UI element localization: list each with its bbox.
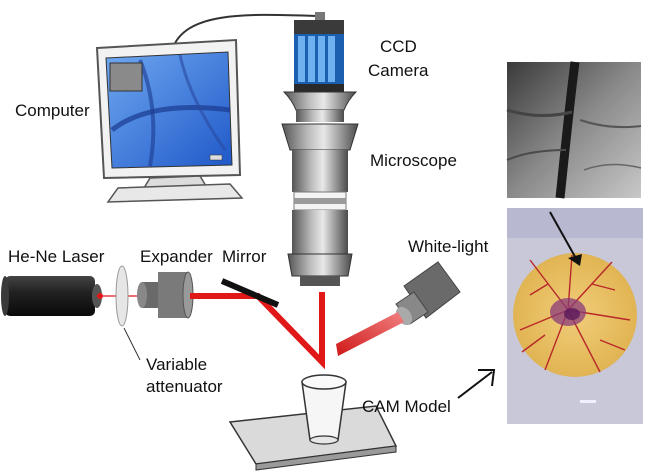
label-attenuator-line1: Variable: [146, 355, 207, 374]
camera-cable: [171, 13, 321, 51]
white-light-source-icon: [395, 261, 461, 326]
beam-expander-icon: [137, 271, 194, 319]
arrow-photo-to-egg: [549, 211, 582, 266]
label-expander: Expander: [140, 247, 213, 266]
stage-icon: [228, 405, 398, 471]
sample-cup-icon: [301, 374, 347, 445]
label-attenuator-line2: attenuator: [146, 377, 223, 396]
attenuator-icon: [115, 265, 129, 327]
label-laser: He-Ne Laser: [8, 247, 105, 266]
laser-beam-path: [190, 292, 325, 370]
label-cam-model: CAM Model: [362, 397, 451, 416]
label-mirror: Mirror: [222, 247, 267, 266]
arrow-label-to-egg: [457, 369, 496, 399]
attenuator-pointer: [123, 327, 141, 361]
computer-monitor-icon: [95, 38, 244, 203]
white-light-cone: [336, 312, 404, 356]
ccd-camera-icon: [294, 12, 344, 94]
mirror-icon: [220, 278, 280, 308]
label-white-light: White-light: [408, 237, 489, 256]
laser-icon: [1, 276, 103, 316]
label-ccd-line1: CCD: [380, 37, 417, 56]
vessel-photo: [506, 61, 642, 199]
label-microscope: Microscope: [370, 151, 457, 170]
label-ccd-line2: Camera: [368, 61, 429, 80]
cam-egg-photo: [507, 208, 643, 424]
microscope-icon: [281, 91, 359, 286]
label-computer: Computer: [15, 101, 90, 120]
